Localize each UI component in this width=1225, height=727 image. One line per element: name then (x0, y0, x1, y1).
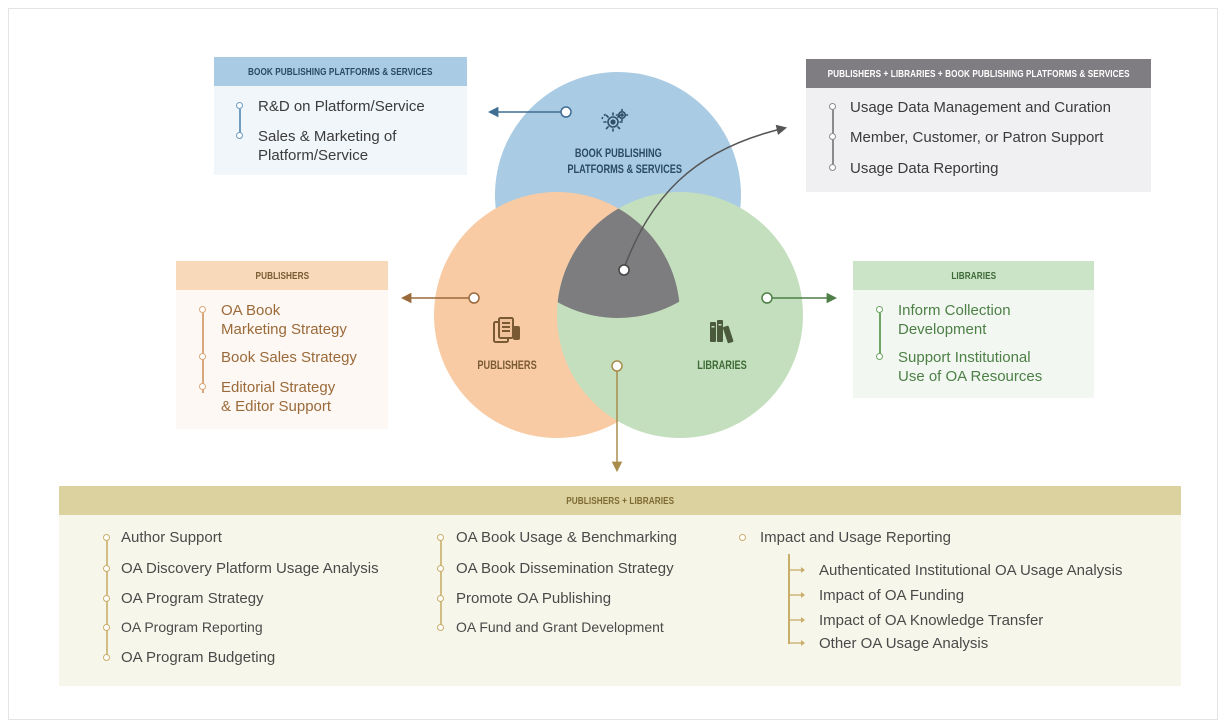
libraries-item-support-2: Use of OA Resources (898, 368, 1043, 385)
pl-sub-authenticated: Authenticated Institutional OA Usage Ana… (819, 562, 1123, 579)
platforms-box: BOOK PUBLISHING PLATFORMS & SERVICES R&D… (214, 57, 467, 175)
all-item-support: Member, Customer, or Patron Support (850, 129, 1104, 146)
libraries-box-line (879, 313, 881, 355)
libraries-node (761, 292, 773, 304)
pl-col3-line (788, 554, 790, 644)
bullet-icon (437, 624, 444, 631)
bullet-icon (236, 132, 243, 139)
bullet-icon (199, 353, 206, 360)
platforms-item-sales-2: Platform/Service (258, 147, 369, 164)
bullet-icon (103, 654, 110, 661)
pl-item-impact-reporting: Impact and Usage Reporting (760, 529, 951, 546)
publishers-item-editorial-2: & Editor Support (221, 398, 332, 415)
all-box-line (832, 110, 834, 170)
pl-sub-other: Other OA Usage Analysis (819, 635, 989, 652)
bullet-icon (739, 534, 746, 541)
publishers-box: PUBLISHERS OA Book Marketing Strategy Bo… (176, 261, 388, 429)
bullet-icon (103, 534, 110, 541)
bullet-icon (437, 595, 444, 602)
all-box: PUBLISHERS + LIBRARIES + BOOK PUBLISHING… (806, 59, 1151, 192)
pl-item-fund-grant: OA Fund and Grant Development (456, 619, 664, 635)
bullet-icon (876, 353, 883, 360)
venn-platforms-line1: BOOK PUBLISHING (574, 148, 662, 160)
bullet-icon (876, 306, 883, 313)
pl-col2-line (440, 538, 442, 628)
platforms-box-line (239, 109, 241, 139)
sub-arrow-icon (789, 640, 805, 646)
platforms-item-rd: R&D on Platform/Service (258, 98, 425, 115)
libraries-box: LIBRARIES Inform Collection Development … (853, 261, 1094, 398)
pl-box-title: PUBLISHERS + LIBRARIES (59, 486, 1181, 515)
bullet-icon (103, 595, 110, 602)
pl-box: PUBLISHERS + LIBRARIES Author Support OA… (59, 486, 1181, 686)
bullet-icon (829, 164, 836, 171)
bullet-icon (236, 102, 243, 109)
bullet-icon (103, 624, 110, 631)
center-node (618, 264, 630, 276)
pl-item-program-strategy: OA Program Strategy (121, 590, 264, 607)
venn-platforms-label: BOOK PUBLISHING PLATFORMS & SERVICES (553, 146, 683, 178)
publishers-item-oa-book-1: OA Book (221, 302, 281, 319)
libraries-box-title: LIBRARIES (853, 261, 1094, 290)
pl-sub-funding: Impact of OA Funding (819, 587, 965, 604)
sub-arrow-icon (789, 567, 805, 573)
sub-arrow-icon (789, 592, 805, 598)
pl-item-promote: Promote OA Publishing (456, 590, 612, 607)
pl-node (611, 360, 623, 372)
bullet-icon (829, 103, 836, 110)
venn-platforms-line2: PLATFORMS & SERVICES (567, 164, 683, 176)
all-item-usage-data: Usage Data Management and Curation (850, 99, 1111, 116)
platforms-node (560, 106, 572, 118)
sub-arrow-icon (789, 617, 805, 623)
bullet-icon (437, 534, 444, 541)
bullet-icon (437, 565, 444, 572)
publishers-item-editorial-1: Editorial Strategy (221, 379, 336, 396)
libraries-item-collection-1: Inform Collection (898, 302, 1011, 319)
pl-item-program-budgeting: OA Program Budgeting (121, 649, 276, 666)
bullet-icon (829, 133, 836, 140)
pl-item-dissemination: OA Book Dissemination Strategy (456, 560, 674, 577)
pl-item-discovery: OA Discovery Platform Usage Analysis (121, 560, 379, 577)
venn-publishers-label: PUBLISHERS (477, 360, 537, 372)
center-overlap (557, 192, 680, 318)
libraries-item-support-1: Support Institutional (898, 349, 1031, 366)
pl-item-author-support: Author Support (121, 529, 222, 546)
platforms-item-sales-1: Sales & Marketing of (258, 128, 397, 145)
bullet-icon (103, 565, 110, 572)
libraries-item-collection-2: Development (898, 321, 987, 338)
platforms-box-title: BOOK PUBLISHING PLATFORMS & SERVICES (214, 57, 467, 86)
publishers-box-title: PUBLISHERS (176, 261, 388, 290)
publishers-node (468, 292, 480, 304)
bullet-icon (199, 383, 206, 390)
bullet-icon (199, 306, 206, 313)
all-box-title: PUBLISHERS + LIBRARIES + BOOK PUBLISHING… (806, 59, 1151, 88)
publishers-item-oa-book-2: Marketing Strategy (221, 321, 347, 338)
center-connector (623, 124, 788, 269)
gears-icon (601, 108, 629, 132)
venn-libraries-label: LIBRARIES (697, 360, 747, 372)
books-icon (710, 320, 734, 344)
documents-icon (493, 317, 520, 343)
pl-item-usage-benchmarking: OA Book Usage & Benchmarking (456, 529, 677, 546)
all-item-reporting: Usage Data Reporting (850, 160, 999, 177)
pl-sub-knowledge: Impact of OA Knowledge Transfer (819, 612, 1044, 629)
pl-item-program-reporting: OA Program Reporting (121, 619, 263, 635)
publishers-item-sales: Book Sales Strategy (221, 349, 357, 366)
